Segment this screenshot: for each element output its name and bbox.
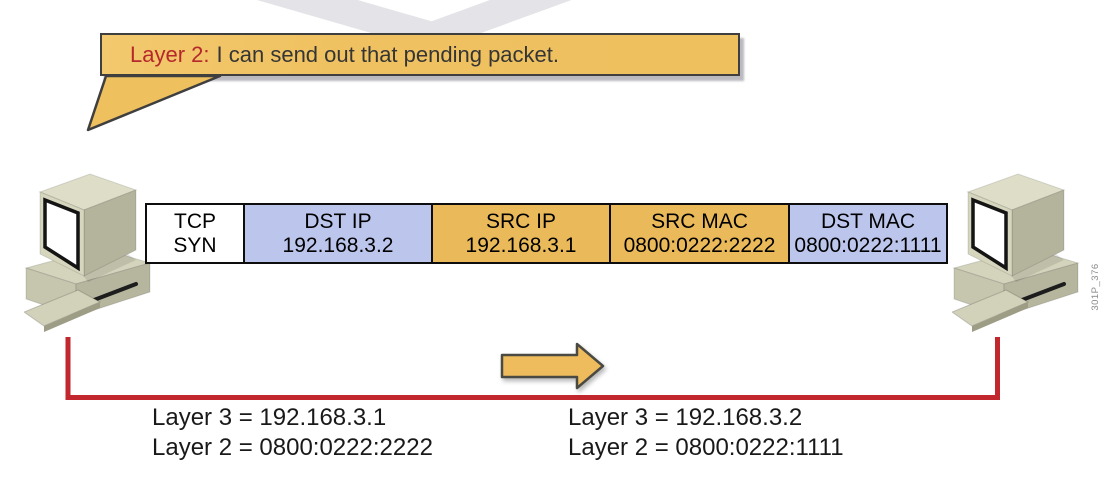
packet-field-label: TCP: [174, 209, 216, 233]
speech-bubble-tail: [86, 75, 222, 132]
figure-id: 301P_376: [1090, 263, 1101, 311]
left-host-addresses: Layer 3 = 192.168.3.1 Layer 2 = 0800:022…: [152, 403, 433, 463]
packet-field-value: SYN: [173, 233, 217, 257]
address-line: Layer 3 = 192.168.3.2: [568, 404, 803, 431]
address-line: Layer 2 = 0800:0222:1111: [568, 434, 844, 461]
packet-field-label: SRC MAC: [651, 209, 748, 233]
packet-field-label: SRC IP: [485, 209, 556, 233]
watermark-chevron: [256, 0, 572, 51]
speech-bubble: Layer 2:I can send out that pending pack…: [100, 33, 740, 76]
address-line: Layer 2 = 0800:0222:2222: [152, 434, 433, 461]
connection-line: [65, 337, 1000, 400]
packet-field-label: DST IP: [304, 209, 372, 233]
packet-field-value: 0800:0222:1111: [794, 233, 942, 257]
address-line: Layer 3 = 192.168.3.1: [152, 404, 387, 431]
packet-field-value: 192.168.3.2: [282, 233, 394, 257]
computer-icon-right: [952, 166, 1082, 338]
bubble-message: I can send out that pending packet.: [216, 42, 560, 67]
bubble-layer-label: Layer 2:: [130, 42, 210, 67]
computer-icon-left: [24, 166, 154, 338]
right-host-addresses: Layer 3 = 192.168.3.2 Layer 2 = 0800:022…: [568, 403, 844, 463]
packet-field-value: 192.168.3.1: [465, 233, 577, 257]
packet-field-label: DST MAC: [820, 209, 916, 233]
packet-field-value: 0800:0222:2222: [623, 233, 776, 257]
direction-arrow-icon: [500, 342, 605, 390]
